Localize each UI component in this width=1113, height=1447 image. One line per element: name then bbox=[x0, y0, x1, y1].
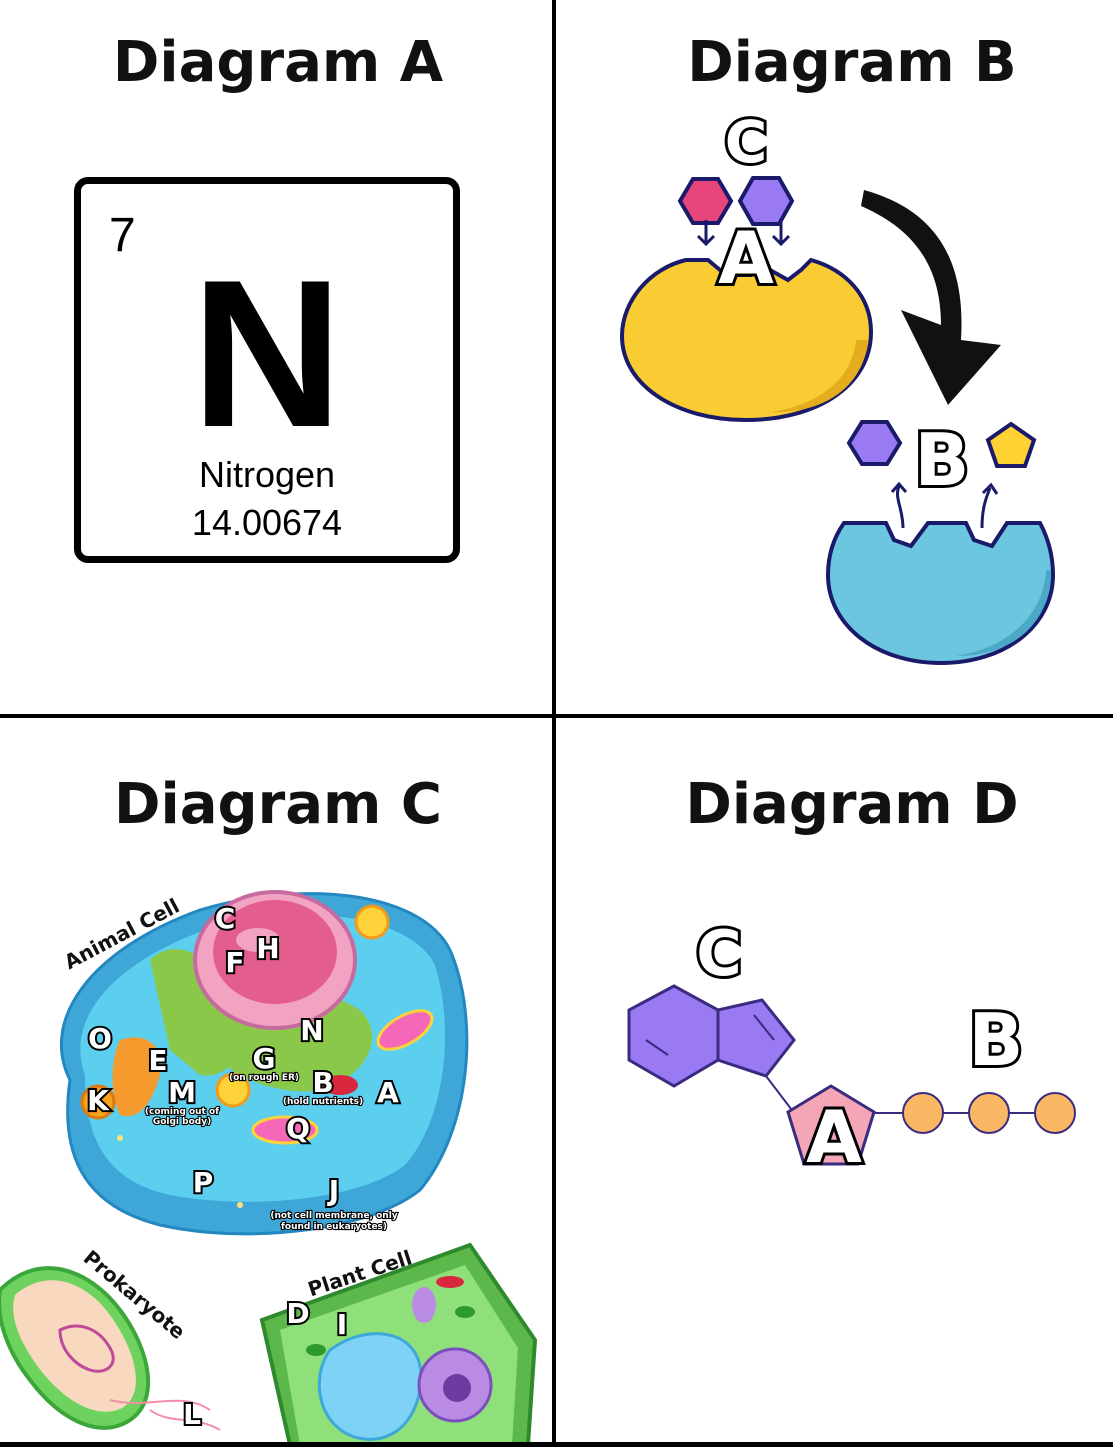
label-n-cell: N bbox=[300, 1014, 323, 1047]
label-o-cell: O bbox=[88, 1022, 112, 1055]
label-j-note-2: found in eukaryotes) bbox=[281, 1222, 387, 1232]
product-arrows bbox=[890, 481, 999, 529]
label-b-note: (hold nutrients) bbox=[283, 1097, 363, 1107]
bottom-border bbox=[0, 1442, 1113, 1447]
cell-diagrams: Animal Cell C H F N O E G (on rough ER) … bbox=[0, 890, 538, 1442]
label-h-cell: H bbox=[256, 932, 279, 965]
plant-cell bbox=[259, 1242, 538, 1442]
chain-bead-1 bbox=[902, 1092, 944, 1134]
reaction-arrow bbox=[861, 190, 1001, 405]
substrate-pink-hexagon bbox=[677, 177, 734, 225]
label-m-note-2: Golgi body) bbox=[153, 1117, 211, 1127]
element-symbol: N bbox=[191, 236, 343, 471]
label-c-b: C bbox=[725, 108, 768, 176]
animal-cell bbox=[59, 890, 469, 1236]
chain-bead-2 bbox=[968, 1092, 1010, 1134]
label-d-cell: D bbox=[286, 1297, 309, 1330]
diagram-a-title: Diagram A bbox=[112, 30, 444, 95]
label-q-cell: Q bbox=[286, 1112, 310, 1145]
diagram-c-title: Diagram C bbox=[114, 772, 442, 837]
label-l-cell: L bbox=[183, 1398, 201, 1431]
element-name: Nitrogen bbox=[198, 454, 336, 495]
enzyme-yellow bbox=[619, 256, 874, 423]
product-yellow-pentagon bbox=[985, 421, 1037, 468]
label-b-d: B bbox=[969, 998, 1024, 1082]
label-b-b: B bbox=[915, 418, 970, 502]
vertical-divider bbox=[552, 0, 556, 1447]
enzyme-yellow-shade bbox=[771, 340, 868, 413]
label-j-note-1: (not cell membrane, only bbox=[270, 1211, 397, 1221]
label-e-cell: E bbox=[148, 1044, 167, 1077]
label-c-d: C bbox=[696, 917, 742, 990]
label-i-cell: I bbox=[337, 1308, 347, 1341]
label-g-note: (on rough ER) bbox=[229, 1073, 299, 1083]
atomic-mass: 14.00674 bbox=[191, 502, 343, 543]
label-j-cell: J bbox=[327, 1174, 339, 1207]
label-a-b: A bbox=[718, 216, 774, 300]
label-b-cell: B bbox=[312, 1066, 333, 1099]
label-a-d: A bbox=[806, 1095, 862, 1179]
diagram-d-title: Diagram D bbox=[685, 772, 1019, 837]
periodic-element-card: 7 N Nitrogen 14.00674 bbox=[74, 177, 460, 563]
label-a-cell: A bbox=[377, 1076, 399, 1109]
enzyme-blue-shade bbox=[956, 570, 1052, 656]
chain-bead-3 bbox=[1034, 1092, 1076, 1134]
prokaryote-cell bbox=[0, 1266, 221, 1431]
label-k-cell: K bbox=[87, 1084, 110, 1117]
center-pentagon bbox=[786, 1084, 876, 1166]
ring-hexagon bbox=[627, 984, 720, 1088]
label-m-cell: M bbox=[168, 1076, 196, 1109]
label-c-cell: C bbox=[215, 902, 236, 935]
horizontal-divider bbox=[0, 714, 1113, 718]
label-f-cell: F bbox=[225, 946, 244, 979]
molecule-diagram: C A B bbox=[627, 914, 1076, 1182]
substrate-arrows bbox=[696, 220, 791, 247]
atomic-number: 7 bbox=[109, 209, 136, 262]
label-g-cell: G bbox=[253, 1042, 276, 1075]
substrate-purple-hexagon bbox=[737, 176, 795, 226]
enzyme-blue bbox=[825, 521, 1056, 666]
enzyme-reaction-diagram: C A B bbox=[619, 105, 1056, 666]
ring-pentagon bbox=[716, 998, 796, 1078]
label-p-cell: P bbox=[193, 1166, 214, 1199]
diagram-b-title: Diagram B bbox=[687, 30, 1017, 95]
label-m-note-1: (coming out of bbox=[145, 1107, 219, 1117]
product-purple-hexagon bbox=[846, 420, 903, 466]
